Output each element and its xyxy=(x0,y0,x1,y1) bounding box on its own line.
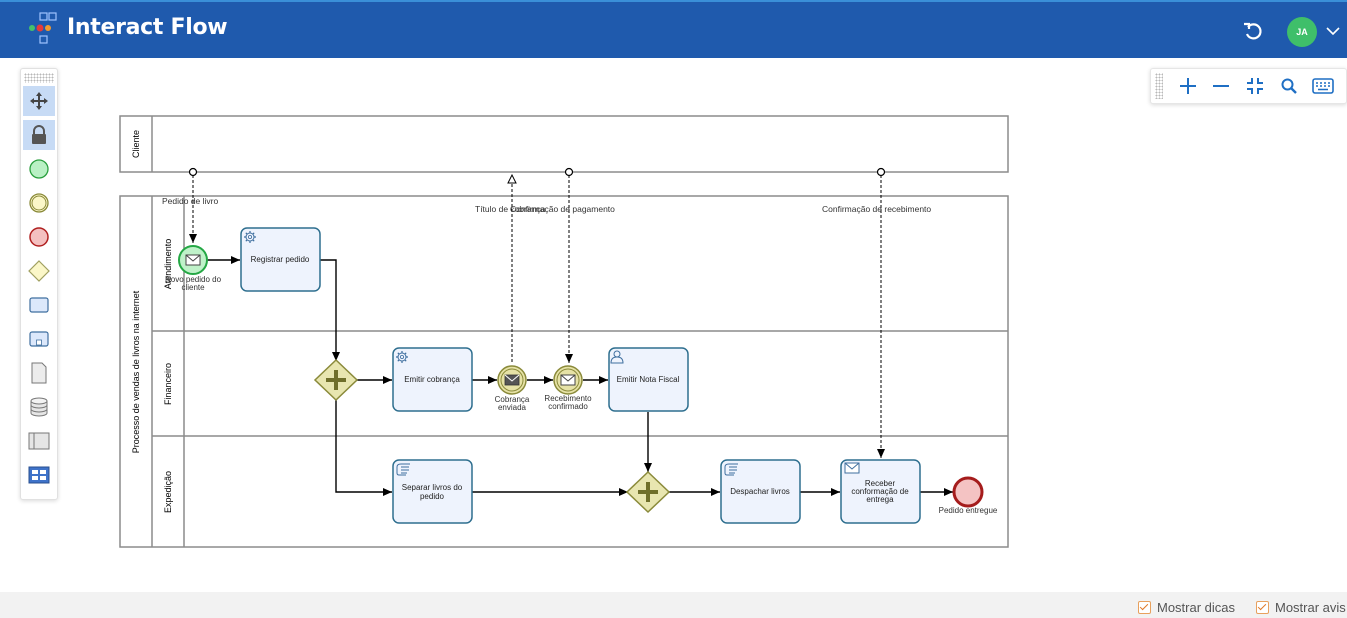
show-warnings-label: Mostrar avis xyxy=(1275,600,1346,615)
start-event-icon[interactable] xyxy=(23,154,55,184)
show-tips-label: Mostrar dicas xyxy=(1157,600,1236,615)
task-emitir-cobranca[interactable]: Emitir cobrança xyxy=(392,347,473,412)
zoom-toolbar xyxy=(1150,68,1347,104)
task-registrar-pedido[interactable]: Registrar pedido xyxy=(240,227,321,292)
intermediate-event-recebimento-confirmado[interactable] xyxy=(553,365,583,395)
task-label-emitir-cobranca: Emitir cobrança xyxy=(404,375,460,384)
intermediate-event-cobranca-enviada[interactable] xyxy=(497,365,527,395)
event-label-recebimento-1: Recebimento xyxy=(544,394,592,403)
search-icon[interactable] xyxy=(1277,75,1301,97)
zoom-in-icon[interactable] xyxy=(1176,75,1200,97)
event-label-recebimento-2: confirmado xyxy=(548,402,588,411)
data-object-icon[interactable] xyxy=(23,358,55,388)
end-event-pedido-entregue[interactable] xyxy=(952,476,984,508)
task-label-receber-1: Receber xyxy=(865,479,896,488)
data-store-icon[interactable] xyxy=(23,392,55,422)
task-label-emitir-nota-fiscal: Emitir Nota Fiscal xyxy=(617,375,680,384)
label-titulo-de-cobranca: Título de cobrança xyxy=(475,204,546,214)
hand-tool-icon[interactable] xyxy=(23,86,55,116)
show-warnings-checkbox[interactable]: Mostrar avis xyxy=(1256,600,1346,615)
palette-grip[interactable] xyxy=(24,73,54,83)
parallel-gateway-2[interactable] xyxy=(625,470,671,514)
event-label-novo-pedido-2: cliente xyxy=(181,283,205,292)
group-icon[interactable] xyxy=(23,460,55,490)
intermediate-event-icon[interactable] xyxy=(23,188,55,218)
show-tips-checkbox[interactable]: Mostrar dicas xyxy=(1138,600,1235,615)
parallel-gateway-1[interactable] xyxy=(313,358,359,402)
keyboard-icon[interactable] xyxy=(1311,75,1335,97)
event-label-cobranca-2: enviada xyxy=(498,403,527,412)
label-pedido-de-livro: Pedido de livro xyxy=(162,196,219,206)
task-separar-livros[interactable]: Separar livros do pedido xyxy=(392,459,473,524)
pool-icon[interactable] xyxy=(23,426,55,456)
fit-icon[interactable] xyxy=(1243,75,1267,97)
app-title[interactable]: Interact Flow xyxy=(67,15,228,40)
lane-expedicao-label: Expedição xyxy=(163,471,173,513)
pool-cliente[interactable]: Cliente xyxy=(119,115,1009,173)
lane-atendimento-label: Atendimento xyxy=(163,239,173,290)
task-label-despachar-livros: Despachar livros xyxy=(730,487,790,496)
label-confirmacao-de-pagamento: Confirmação de pagamento xyxy=(510,204,615,214)
checkbox-check-icon[interactable] xyxy=(1138,601,1151,614)
status-footer: Mostrar dicas Mostrar avis xyxy=(0,592,1347,618)
task-despachar-livros[interactable]: Despachar livros xyxy=(720,459,801,524)
pool-processo-label: Processo de vendas de livros na internet xyxy=(131,290,141,453)
sequence-flows[interactable] xyxy=(207,256,953,496)
logo-icon xyxy=(29,12,57,44)
start-event-novo-pedido[interactable] xyxy=(178,245,208,275)
task-label-receber-3: entrega xyxy=(866,495,894,504)
undo-icon[interactable] xyxy=(1242,20,1264,42)
event-label-novo-pedido-1: Novo pedido do xyxy=(165,275,222,284)
gateway-icon[interactable] xyxy=(23,256,55,286)
task-receber-confirmacao[interactable]: Receber conformação de entrega xyxy=(840,459,921,524)
message-flow-origins xyxy=(188,167,886,177)
task-icon[interactable] xyxy=(23,290,55,320)
toolbar-grip[interactable] xyxy=(1155,73,1163,99)
top-bar: Interact Flow JA xyxy=(0,0,1347,58)
subprocess-icon[interactable] xyxy=(23,324,55,354)
task-label-registrar-pedido: Registrar pedido xyxy=(251,255,310,264)
zoom-out-icon[interactable] xyxy=(1209,75,1233,97)
chevron-down-icon[interactable] xyxy=(1326,26,1340,36)
lock-icon[interactable] xyxy=(23,120,55,150)
tool-palette xyxy=(20,68,58,500)
avatar[interactable]: JA xyxy=(1287,17,1317,47)
task-label-receber-2: conformação de xyxy=(851,487,909,496)
task-label-separar-1: Separar livros do xyxy=(402,483,463,492)
task-label-separar-2: pedido xyxy=(420,492,445,501)
pool-cliente-label: Cliente xyxy=(131,130,141,158)
end-event-icon[interactable] xyxy=(23,222,55,252)
task-emitir-nota-fiscal[interactable]: Emitir Nota Fiscal xyxy=(608,347,689,412)
lane-financeiro-label: Financeiro xyxy=(163,363,173,405)
label-confirmacao-de-recebimento: Confirmação de recebimento xyxy=(822,204,931,214)
checkbox-check-icon[interactable] xyxy=(1256,601,1269,614)
event-label-cobranca-1: Cobrança xyxy=(495,395,530,404)
message-flows[interactable] xyxy=(189,175,885,458)
event-label-pedido-entregue: Pedido entregue xyxy=(939,506,998,515)
